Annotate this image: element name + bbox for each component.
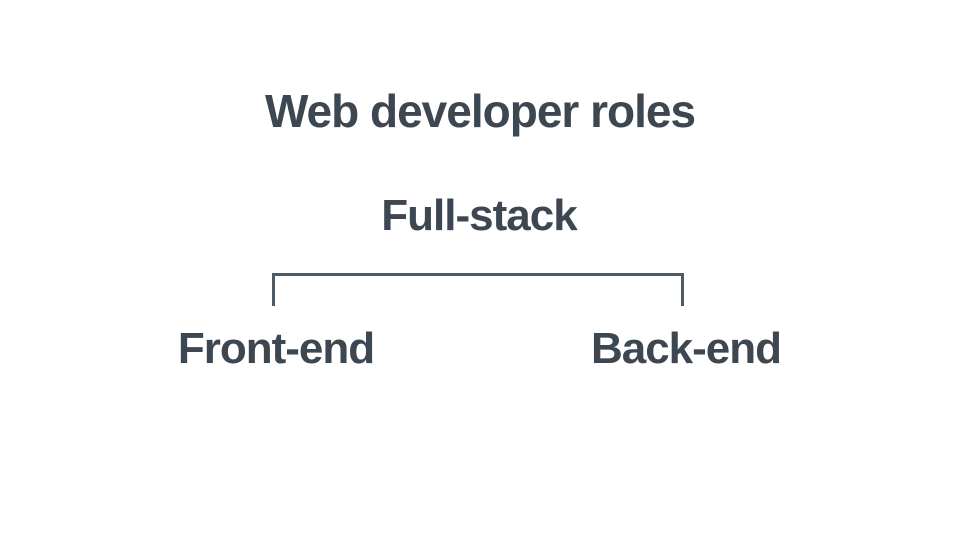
bracket-connector	[272, 273, 684, 306]
node-front-end: Front-end	[177, 324, 375, 373]
diagram-title: Web developer roles	[264, 85, 696, 137]
node-back-end: Back-end	[590, 324, 782, 373]
node-full-stack: Full-stack	[381, 191, 577, 240]
